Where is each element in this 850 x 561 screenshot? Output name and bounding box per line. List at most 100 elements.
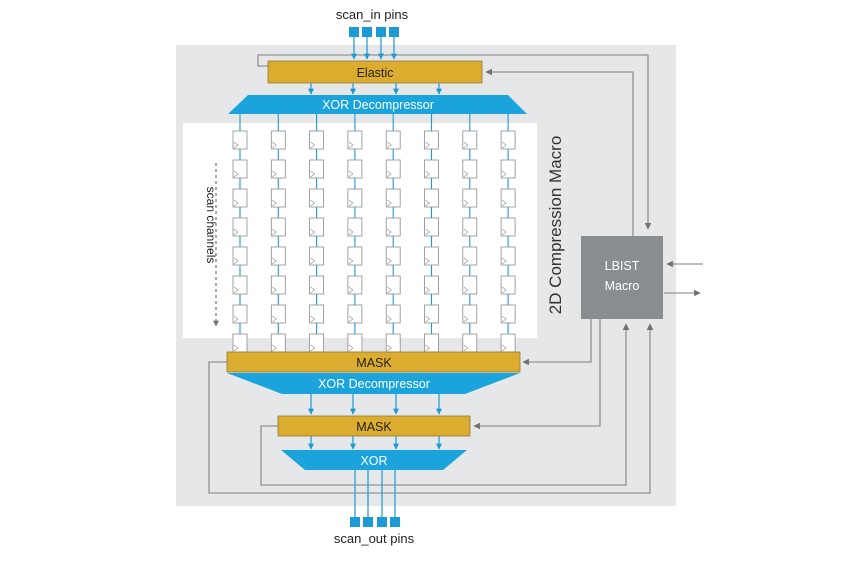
clock-mark-icon	[387, 286, 392, 294]
scan-flop	[232, 275, 248, 295]
clock-mark-icon	[272, 141, 277, 149]
clock-mark-icon	[425, 228, 430, 236]
scan-flop	[232, 159, 248, 179]
scan-flop	[347, 333, 363, 353]
scan-flop	[500, 159, 516, 179]
scan-flop	[270, 246, 286, 266]
clock-mark-icon	[387, 228, 392, 236]
clock-mark-icon	[310, 286, 316, 294]
clock-mark-icon	[272, 170, 277, 178]
lbist-macro-block	[581, 236, 663, 319]
scan-in-label: scan_in pins	[336, 7, 409, 22]
scan-flop	[385, 275, 401, 295]
clock-mark-icon	[233, 315, 239, 323]
clock-mark-icon	[387, 199, 392, 207]
mask-top-block	[226, 351, 521, 373]
mask-bottom-label: MASK	[356, 420, 392, 434]
clock-mark-icon	[425, 286, 430, 294]
clock-mark-icon	[233, 286, 239, 294]
xor-decompressor-bottom	[227, 373, 520, 394]
scan-flop	[385, 130, 401, 150]
clock-mark-icon	[463, 344, 469, 352]
scan-flop	[309, 217, 325, 237]
clock-mark-icon	[272, 286, 277, 294]
scan-flop	[500, 188, 516, 208]
clock-mark-icon	[463, 141, 469, 149]
data-links	[308, 83, 442, 450]
scan-flop	[309, 130, 325, 150]
scan-flop	[270, 333, 286, 353]
clock-mark-icon	[501, 228, 507, 236]
scan-flop	[424, 246, 439, 266]
xor-decompressor-top	[228, 95, 527, 114]
clock-mark-icon	[233, 257, 239, 265]
clock-mark-icon	[501, 141, 507, 149]
control-wiring	[208, 54, 703, 494]
clock-mark-icon	[233, 344, 239, 352]
scan-flop	[424, 275, 439, 295]
clock-mark-icon	[348, 170, 354, 178]
clock-mark-icon	[463, 257, 469, 265]
scan-flop	[424, 333, 439, 353]
scan-flop	[270, 159, 286, 179]
clock-mark-icon	[272, 344, 277, 352]
scan-flop	[309, 333, 325, 353]
scan-flop	[347, 130, 363, 150]
clock-mark-icon	[463, 315, 469, 323]
scan-flop	[385, 217, 401, 237]
scan-flop	[232, 130, 248, 150]
scan-flop	[424, 159, 439, 179]
clock-mark-icon	[463, 199, 469, 207]
scan-flop	[270, 130, 286, 150]
scan-flop	[232, 188, 248, 208]
scan-flop	[385, 188, 401, 208]
clock-mark-icon	[387, 257, 392, 265]
scan-flop	[309, 159, 325, 179]
clock-mark-icon	[387, 170, 392, 178]
scan-flop	[347, 188, 363, 208]
scan-in-pin	[389, 27, 399, 37]
clock-mark-icon	[272, 257, 277, 265]
scan-flop	[232, 246, 248, 266]
scan-flop	[270, 188, 286, 208]
clock-mark-icon	[501, 315, 507, 323]
clock-mark-icon	[348, 286, 354, 294]
scan-in-pin	[349, 27, 359, 37]
scan-flop	[462, 188, 478, 208]
scan-flop	[232, 217, 248, 237]
scan-flop	[424, 130, 439, 150]
scan-channels-label: scan channels	[204, 187, 218, 264]
clock-mark-icon	[348, 228, 354, 236]
lbist-label-line2: Macro	[605, 279, 640, 293]
clock-mark-icon	[348, 199, 354, 207]
scan-flop	[385, 304, 401, 324]
scan-flop	[347, 246, 363, 266]
scan-out-label: scan_out pins	[334, 531, 415, 546]
clock-mark-icon	[387, 141, 392, 149]
scan-flop	[500, 304, 516, 324]
scan-flop	[500, 246, 516, 266]
scan-flop	[500, 130, 516, 150]
scan-flop	[309, 246, 325, 266]
scan-out-pin	[363, 517, 373, 527]
scan-flop	[462, 304, 478, 324]
clock-mark-icon	[310, 228, 316, 236]
clock-mark-icon	[387, 344, 392, 352]
mask-bottom-block	[277, 415, 471, 437]
scan-flop	[270, 275, 286, 295]
scan-flop	[462, 217, 478, 237]
scan-flop	[347, 159, 363, 179]
lbist-label-line1: LBIST	[605, 259, 640, 273]
scan-flop	[500, 217, 516, 237]
clock-mark-icon	[425, 199, 430, 207]
clock-mark-icon	[233, 141, 239, 149]
scan-flop	[462, 275, 478, 295]
scan-flop	[462, 159, 478, 179]
scan-out-pin	[377, 517, 387, 527]
scan-flop	[270, 304, 286, 324]
clock-mark-icon	[310, 257, 316, 265]
scan-out-pin	[350, 517, 360, 527]
clock-mark-icon	[310, 199, 316, 207]
clock-mark-icon	[425, 141, 430, 149]
